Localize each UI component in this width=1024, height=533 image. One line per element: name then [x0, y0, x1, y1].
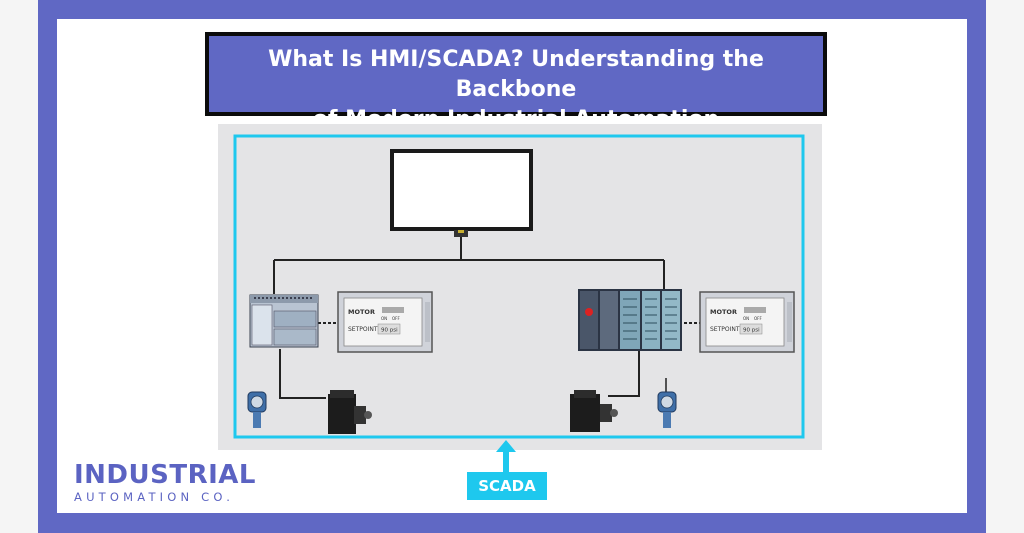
hmi-right-setpoint-value: 90 psi — [743, 328, 760, 334]
compact-plc-left — [249, 294, 319, 348]
page-title: What Is HMI/SCADA? Understanding the Bac… — [205, 32, 827, 132]
company-logo: INDUSTRIAL AUTOMATION CO. — [74, 462, 256, 504]
scada-label: SCADA — [467, 472, 547, 500]
scada-arrow-icon — [496, 440, 516, 472]
hmi-left-off-label: OFF — [392, 316, 400, 321]
supervisory-monitor — [390, 149, 533, 237]
hmi-panel-left: MOTOR ON OFF SETPOINT 90 psi — [337, 291, 433, 353]
scada-boundary — [233, 134, 805, 439]
pressure-transmitter-left — [247, 391, 267, 428]
logo-subtitle: AUTOMATION CO. — [74, 490, 235, 504]
pressure-transmitter-right — [657, 378, 677, 428]
modular-plc-right — [578, 289, 682, 351]
servo-motor-left — [328, 390, 372, 434]
hmi-right-setpoint-label: SETPOINT — [710, 326, 740, 333]
title-line-1: What Is HMI/SCADA? Understanding the Bac… — [268, 47, 764, 102]
hmi-right-motor-label: MOTOR — [710, 308, 737, 316]
hmi-right-off-label: OFF — [754, 316, 762, 321]
left-margin — [0, 0, 44, 533]
hmi-left-motor-label: MOTOR — [348, 308, 375, 316]
right-margin — [980, 0, 1024, 533]
logo-wordmark: INDUSTRIAL — [74, 460, 256, 490]
hmi-left-setpoint-label: SETPOINT — [348, 326, 378, 333]
servo-motor-right — [570, 390, 618, 432]
hmi-panel-right: MOTOR ON OFF SETPOINT 90 psi — [699, 291, 795, 353]
hmi-left-on-label: ON — [381, 316, 387, 321]
hmi-right-on-label: ON — [743, 316, 749, 321]
network-lines — [273, 237, 700, 399]
hmi-left-setpoint-value: 90 psi — [381, 328, 398, 334]
scada-diagram: MOTOR ON OFF SETPOINT 90 psi — [233, 134, 805, 439]
